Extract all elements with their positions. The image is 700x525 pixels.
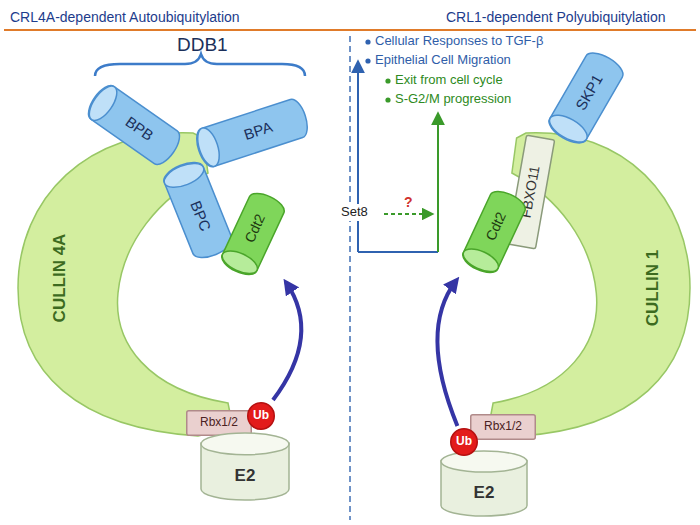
node-label: Rbx1/2 — [200, 416, 238, 429]
cylinder-body — [161, 158, 236, 263]
ubiquitin: Ub — [247, 402, 275, 430]
box-outline — [471, 415, 536, 440]
node-label: Rbx1/2 — [484, 420, 522, 433]
ring-protein: Rbx1/2 — [186, 410, 252, 436]
cylinder-cap — [161, 159, 207, 193]
cylinder-body — [218, 189, 287, 279]
protein-label: Set8 — [339, 204, 370, 221]
node-label: Ub — [456, 435, 472, 448]
cylinder-body — [83, 81, 185, 169]
cylinder-cap — [201, 433, 289, 455]
pathway-outcome: S-G2/M progression — [395, 92, 511, 107]
cullin-outline — [488, 133, 690, 436]
ddb1-domain: BPA — [192, 96, 311, 171]
box-outline — [187, 411, 252, 436]
cylinder-body — [545, 48, 627, 149]
ubiquitin-transfer-arrow — [273, 283, 301, 400]
pathway-arrow — [357, 62, 359, 252]
cullin-scaffold: CULLIN 4A — [18, 128, 258, 438]
e2-enzyme: E2 — [200, 432, 290, 500]
adaptor-protein: SKP1 — [544, 47, 628, 149]
panel-heading: CRL1-dependent Polyubiquitylation — [446, 9, 665, 25]
bullet — [365, 58, 370, 63]
panel-heading: CRL4A-dependent Autoubiquitylation — [10, 9, 240, 25]
cylinder-cap — [219, 246, 261, 278]
pathway-outcome: Cellular Responses to TGF-β — [375, 34, 543, 49]
node-label: CULLIN 1 — [644, 250, 663, 327]
cylinder-cap — [84, 82, 122, 125]
bullet — [385, 78, 390, 83]
pathway-outcome: Epithelial Cell Migration — [375, 53, 511, 68]
cullin-scaffold: CULLIN 1 — [465, 128, 690, 438]
pathway-line — [358, 251, 438, 253]
bullet — [385, 97, 390, 102]
cylinder-body — [193, 97, 312, 170]
question-mark: ? — [404, 194, 413, 210]
circle-outline — [451, 429, 478, 456]
header-rule — [4, 29, 696, 31]
circle-outline — [248, 403, 275, 430]
pathway-outcome: Exit from cell cycle — [395, 73, 503, 88]
pathway-arrow — [437, 114, 439, 252]
node-label: E2 — [474, 484, 495, 503]
ring-protein: Rbx1/2 — [470, 414, 536, 440]
ubiquitin: Ub — [450, 428, 478, 456]
ddb1-domain: BPC — [160, 157, 237, 262]
complex-label: DDB1 — [177, 34, 228, 56]
ddb1-brace — [95, 54, 305, 76]
node-label: E2 — [235, 467, 256, 486]
cylinder-body — [459, 187, 528, 277]
cylinder-cap — [460, 244, 502, 276]
dashed-arrow — [384, 213, 432, 215]
bullet — [365, 39, 370, 44]
divider-line — [349, 36, 351, 520]
node-label: CULLIN 4A — [51, 234, 70, 323]
node-label: Ub — [253, 409, 269, 422]
ubiquitin-transfer-arrow — [437, 281, 457, 426]
e2-enzyme: E2 — [440, 450, 528, 516]
cylinder-cap — [441, 451, 527, 472]
